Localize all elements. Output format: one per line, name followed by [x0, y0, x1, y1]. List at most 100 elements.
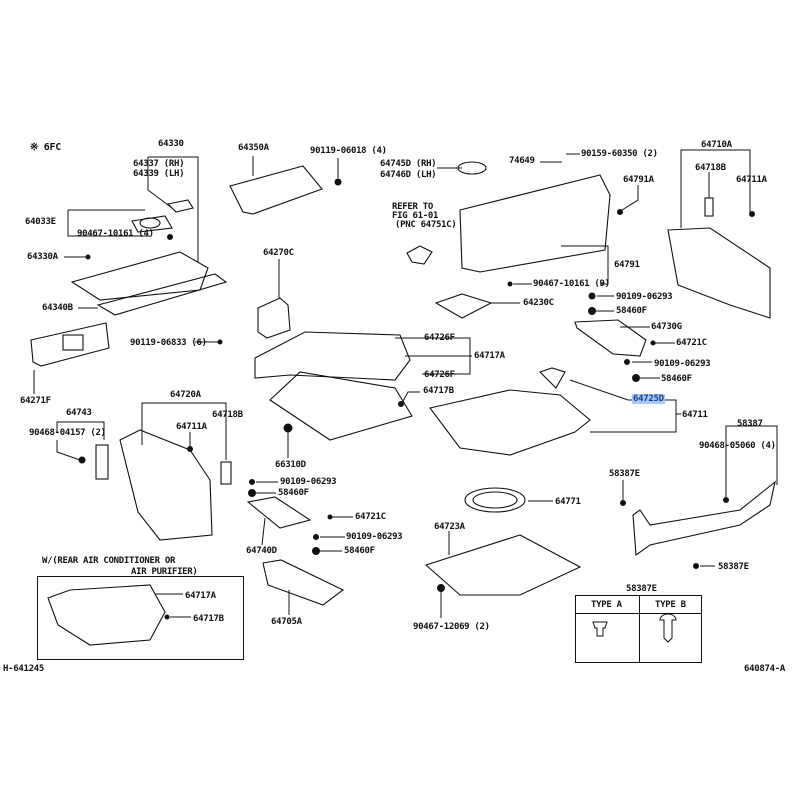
- part-64271f: [30, 322, 110, 367]
- part-label[interactable]: 64271F: [20, 396, 51, 406]
- part-floor-trim: [269, 371, 413, 441]
- part-64270c: [257, 297, 291, 339]
- part-label-highlighted[interactable]: 64725D: [632, 394, 665, 404]
- fasteners: [78, 178, 755, 620]
- part-label[interactable]: 90159-60350 (2): [581, 149, 658, 159]
- part-package-tray: [70, 251, 209, 301]
- part-label[interactable]: 64740D: [246, 546, 277, 556]
- part-label[interactable]: 64721C: [676, 338, 707, 348]
- part-label[interactable]: 64718B: [212, 410, 243, 420]
- part-label[interactable]: 64730G: [651, 322, 682, 332]
- part-label[interactable]: 90468-05060 (4): [699, 441, 776, 451]
- table-divider: [639, 596, 640, 662]
- part-label[interactable]: 64743: [66, 408, 92, 418]
- part-64751c: [406, 245, 433, 265]
- part-64745d: [457, 161, 487, 175]
- part-label[interactable]: 64350A: [238, 143, 269, 153]
- part-label[interactable]: 64710A: [701, 140, 732, 150]
- part-64771: [464, 487, 526, 513]
- part-label[interactable]: 64791A: [623, 175, 654, 185]
- part-64723a: [424, 534, 582, 596]
- part-label[interactable]: 90109-06293: [346, 532, 403, 542]
- part-label[interactable]: 64033E: [25, 217, 56, 227]
- part-64720a: [119, 429, 213, 541]
- model-note: ※ 6FC: [30, 142, 61, 153]
- part-label[interactable]: 64726F: [424, 333, 455, 343]
- part-label[interactable]: 58460F: [616, 306, 647, 316]
- part-label[interactable]: 64791: [614, 260, 640, 270]
- part-64710a: [667, 227, 771, 319]
- part-label[interactable]: 58387E: [718, 562, 749, 572]
- part-label[interactable]: 64721C: [355, 512, 386, 522]
- part-64350a: [229, 165, 323, 215]
- part-label[interactable]: 64720A: [170, 390, 201, 400]
- part-label[interactable]: 64330: [158, 139, 184, 149]
- part-label[interactable]: 64340B: [42, 303, 73, 313]
- part-label[interactable]: 64230C: [523, 298, 554, 308]
- part-64743: [95, 444, 109, 480]
- part-label[interactable]: 64723A: [434, 522, 465, 532]
- part-label[interactable]: 64337 (RH): [133, 159, 185, 169]
- part-label[interactable]: 74649: [509, 156, 535, 166]
- figure-id-left: H-641245: [3, 664, 44, 674]
- part-64791: [459, 174, 611, 273]
- part-label[interactable]: 64711A: [736, 175, 767, 185]
- part-label[interactable]: 64330A: [27, 252, 58, 262]
- part-label[interactable]: 58460F: [661, 374, 692, 384]
- part-label[interactable]: 64711: [682, 410, 708, 420]
- part-label[interactable]: 64746D (LH): [380, 170, 437, 180]
- part-label[interactable]: 90467-12069 (2): [413, 622, 490, 632]
- part-label[interactable]: 64717B: [193, 614, 224, 624]
- part-label[interactable]: 64339 (LH): [133, 169, 185, 179]
- table-header: [576, 596, 701, 614]
- part-64740d: [246, 496, 312, 529]
- part-label[interactable]: 64711A: [176, 422, 207, 432]
- part-64705a: [262, 559, 345, 606]
- part-label[interactable]: 66310D: [275, 460, 306, 470]
- reference-note: REFER TO: [392, 202, 433, 212]
- part-64718b-left: [220, 461, 232, 485]
- inset-rear-air-conditioner: [37, 576, 244, 660]
- part-label[interactable]: 64717A: [185, 591, 216, 601]
- part-outlines: [30, 161, 776, 646]
- type-b-header: TYPE B: [655, 600, 686, 610]
- part-64033e: [131, 215, 173, 233]
- part-label[interactable]: 64771: [555, 497, 581, 507]
- part-64337: [166, 199, 194, 213]
- part-label[interactable]: 58460F: [344, 546, 375, 556]
- variant-note: AIR PURIFIER): [131, 567, 198, 577]
- leader-lines: [33, 149, 778, 618]
- part-inset-64717a: [47, 584, 166, 646]
- part-64340b: [96, 273, 228, 316]
- part-label[interactable]: 58387E: [609, 469, 640, 479]
- part-label[interactable]: 64745D (RH): [380, 159, 437, 169]
- reference-note[interactable]: (PNC 64751C): [395, 220, 457, 230]
- part-label[interactable]: 90109-06293: [616, 292, 673, 302]
- part-label[interactable]: 90109-06293: [654, 359, 711, 369]
- part-label[interactable]: 90467-10161 (9): [533, 279, 610, 289]
- part-label[interactable]: 64718B: [695, 163, 726, 173]
- part-label[interactable]: 64717A: [474, 351, 505, 361]
- part-64730g: [574, 319, 647, 357]
- part-label[interactable]: 90109-06293: [280, 477, 337, 487]
- part-64717a: [254, 331, 411, 381]
- part-label[interactable]: 58387: [737, 419, 763, 429]
- part-label[interactable]: 90119-06833 (6): [130, 338, 207, 348]
- part-64725d: [538, 367, 566, 389]
- type-clip-icons: [592, 613, 677, 643]
- part-label[interactable]: 90467-10161 (4): [77, 229, 154, 239]
- reference-note: FIG 61-01: [392, 211, 439, 221]
- part-label[interactable]: 64717B: [423, 386, 454, 396]
- part-label[interactable]: 90468-04157 (2): [29, 428, 106, 438]
- variant-note: W/(REAR AIR CONDITIONER OR: [42, 556, 176, 566]
- clip-type-table: [575, 595, 702, 663]
- part-label[interactable]: 58460F: [278, 488, 309, 498]
- part-label[interactable]: 90119-06018 (4): [310, 146, 387, 156]
- part-label[interactable]: 58387E: [626, 584, 657, 594]
- part-label[interactable]: 64270C: [263, 248, 294, 258]
- part-label[interactable]: 64705A: [271, 617, 302, 627]
- part-64230c: [434, 293, 493, 319]
- part-label[interactable]: 64726F: [424, 370, 455, 380]
